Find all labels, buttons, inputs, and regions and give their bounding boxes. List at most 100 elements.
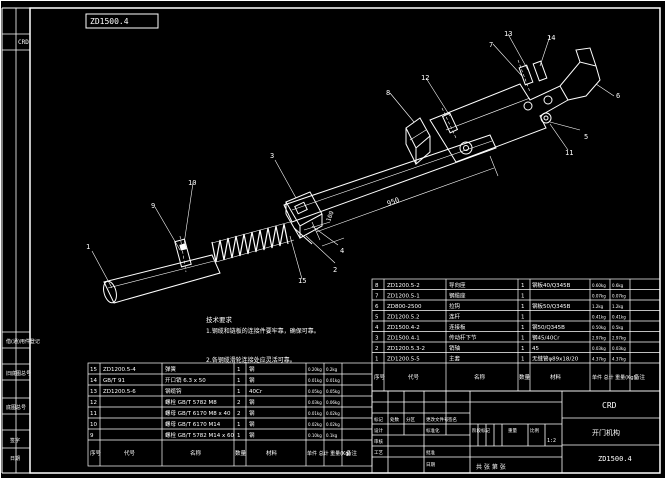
bom-cell-qty: 1 — [521, 304, 525, 310]
sheet-label: 共 张 第 张 — [476, 463, 506, 471]
bom-cell-qty: 1 — [521, 357, 525, 363]
rev-label-2: 分区 — [406, 416, 415, 423]
bom-cell-no: 13 — [90, 389, 97, 395]
bom-lower-header-no: 序号 — [90, 449, 102, 457]
bom-upper-header-name: 名称 — [474, 373, 486, 381]
bom-cell-total: 1.2kg — [612, 304, 624, 309]
bom-cell-qty: 1 — [237, 389, 241, 395]
dimension-offset: 100 — [325, 210, 335, 223]
callout-leaders — [91, 33, 615, 289]
bom-cell-code: ZD1500.4-2 — [387, 325, 420, 331]
drawing-number: ZD1500.4 — [598, 455, 632, 463]
bom-cell-total: 2.97kg — [612, 336, 626, 341]
rev-label-3: 更改文件号 — [426, 416, 449, 423]
bom-cell-total: 0.06kg — [326, 400, 340, 405]
dimension-lines — [303, 155, 499, 247]
bom-cell-name: 连接板 — [449, 323, 466, 331]
strip-label-2: 底图总号 — [6, 404, 26, 411]
bom-cell-material: 钢板50/Q345B — [532, 302, 571, 310]
title-block-grid — [371, 390, 661, 474]
strip-label-0: 借(通)用件登记 — [6, 338, 40, 345]
bom-cell-unit: 0.41kg — [592, 315, 606, 320]
bom-cell-name: 钢缆座 — [449, 292, 466, 300]
bom-cell-qty: 1 — [237, 367, 241, 373]
callout-7: 7 — [489, 41, 493, 49]
bom-upper-header-no: 序号 — [374, 373, 386, 381]
bom-cell-qty: 1 — [521, 346, 525, 352]
bom-cell-qty: 1 — [237, 422, 241, 428]
drawing-name: 开门机构 — [592, 428, 620, 437]
bom-cell-name: 开口销 6.3 x 50 — [165, 376, 206, 384]
company-name: CRD — [602, 401, 617, 410]
scale-value: 1:2 — [547, 438, 556, 444]
bom-cell-name: 螺母 GB/T 6170 M14 — [165, 420, 221, 428]
main-tube — [103, 254, 221, 304]
bom-cell-name: 螺栓 GB/T 5782 M14 x 60 — [165, 431, 234, 439]
callout-13: 13 — [504, 30, 512, 38]
bom-cell-code: ZD1200.5-1 — [387, 294, 420, 300]
bom-upper-header-code: 代号 — [408, 373, 420, 381]
callout-5: 5 — [584, 133, 588, 141]
rev-label-11: 日期 — [426, 462, 435, 468]
spring — [211, 221, 295, 263]
bom-cell-qty: 1 — [521, 336, 525, 342]
rev-label-10: 批准 — [426, 449, 435, 456]
bom-lower-grid — [87, 362, 373, 467]
bom-cell-material: 钢 — [249, 420, 255, 428]
bom-cell-total: 0.5kg — [612, 325, 624, 330]
bom-cell-name: 导向座 — [449, 281, 466, 289]
bom-cell-material: 钢50/Q345B — [532, 323, 565, 331]
callout-numbers: 1 2 3 4 5 6 7 8 9 10 11 12 13 14 15 — [86, 30, 620, 285]
mechanism-assembly — [103, 47, 601, 304]
revision-labels: 标记 处数 分区 更改文件号 签名 阶段标记 设计 标准化 审核 工艺 批准 日… — [374, 416, 490, 468]
bom-upper-grid — [371, 278, 661, 392]
top-code-box: ZD1500.4 — [85, 13, 159, 29]
bom-cell-no: 9 — [90, 433, 94, 439]
strip-label-4: 日期 — [10, 456, 20, 462]
bom-cell-name: 弹簧 — [165, 365, 177, 373]
callout-14: 14 — [547, 34, 555, 42]
tech-req-heading: 技术要求 — [206, 315, 233, 324]
left-binding-strip — [2, 33, 30, 449]
connecting-block — [285, 191, 323, 239]
rev-label-12: 阶段标记 — [472, 427, 490, 434]
scale-label: 比例 — [530, 427, 539, 434]
callout-12: 12 — [421, 74, 429, 82]
tech-req-line-1: 1.钢缆和链板的连接件要牢靠，确保可靠。 — [206, 327, 320, 335]
bom-cell-unit: 1.2kg — [592, 304, 604, 309]
bom-upper-header-remark: 备注 — [634, 373, 646, 381]
callout-4: 4 — [340, 247, 344, 255]
strip-label-3: 签字 — [10, 437, 20, 444]
callout-1: 1 — [86, 243, 90, 251]
bom-upper-header-weight: 单件 总计 重量(Kg) — [592, 374, 636, 381]
bom-cell-code: ZD800-2500 — [387, 304, 422, 310]
bom-upper-header-material: 材料 — [550, 373, 562, 381]
bom-cell-qty: 1 — [237, 378, 241, 384]
bom-upper-header-qty: 数量 — [519, 373, 531, 381]
bom-cell-no: 15 — [90, 367, 97, 373]
bom-cell-code: GB/T 91 — [103, 378, 125, 384]
bom-cell-no: 12 — [90, 400, 97, 406]
bom-cell-name: 钢缆钩 — [165, 387, 182, 395]
bom-cell-no: 4 — [375, 325, 379, 331]
side-code-text: CRD — [18, 39, 29, 46]
rev-label-8: 审核 — [374, 438, 383, 445]
bom-cell-material: 钢45/40Cr — [532, 334, 560, 342]
bom-cell-name: 销轴 — [449, 344, 461, 352]
bom-cell-name: 螺母 GB/T 6170 M8 x 40 — [165, 409, 231, 417]
bom-cell-no: 6 — [375, 304, 379, 310]
bom-cell-total: 0.02kg — [326, 422, 340, 427]
bom-cell-unit: 0.20kg — [308, 367, 322, 372]
bom-upper-header: 序号 代号 名称 数量 材料 单件 总计 重量(Kg) 备注 — [374, 373, 646, 381]
rev-label-9: 工艺 — [374, 450, 383, 456]
bom-cell-code: ZD1500.4-1 — [387, 336, 420, 342]
callout-9: 9 — [151, 202, 155, 210]
bom-cell-material: 钢 — [249, 376, 255, 384]
bom-lower-header: 序号 代号 名称 数量 材料 单件 总计 重量(Kg) 备注 — [90, 449, 358, 457]
callout-8: 8 — [386, 89, 390, 97]
bom-cell-unit: 0.07kg — [592, 294, 606, 299]
